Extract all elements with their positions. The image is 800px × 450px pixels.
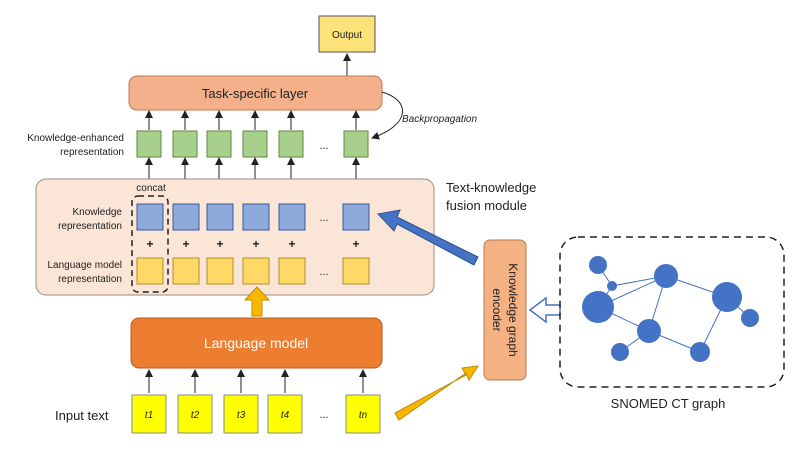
graph-node bbox=[611, 343, 629, 361]
token-box bbox=[177, 394, 213, 434]
green-box bbox=[278, 130, 304, 158]
fusion-module: concat Knowledge representation Language… bbox=[35, 178, 435, 296]
task-specific-layer: Task-specific layer bbox=[128, 75, 383, 111]
knowledge-box bbox=[342, 203, 370, 231]
knowledge-box bbox=[206, 203, 234, 231]
lm-ellipsis: ... bbox=[319, 266, 328, 278]
token-box bbox=[345, 394, 381, 434]
knowledge-ellipsis: ... bbox=[319, 212, 328, 224]
concat-highlight bbox=[131, 195, 169, 293]
kg-encoder: Knowledge graph encoder bbox=[483, 239, 527, 381]
lm-box bbox=[242, 257, 270, 285]
plus-sign: + bbox=[146, 237, 153, 251]
plus-sign: + bbox=[352, 237, 359, 251]
token-label: tn bbox=[359, 410, 368, 421]
graph-node bbox=[607, 281, 617, 291]
lm-box bbox=[172, 257, 200, 285]
token-label: t1 bbox=[145, 410, 153, 421]
knowledge-box bbox=[278, 203, 306, 231]
green-box bbox=[172, 130, 198, 158]
language-model-label: Language model bbox=[204, 335, 308, 351]
graph-node bbox=[690, 342, 710, 362]
token-box bbox=[223, 394, 259, 434]
input-tokens: t1 t2 t3 t4 ... tn bbox=[131, 394, 381, 434]
graph-node bbox=[654, 264, 678, 288]
arrow-input-to-kg-encoder bbox=[394, 365, 479, 421]
lm-box bbox=[136, 257, 164, 285]
lm-repr-label-line1: Language model bbox=[47, 260, 122, 271]
graph-nodes bbox=[582, 256, 759, 362]
fusion-title-line2: fusion module bbox=[446, 198, 527, 213]
backpropagation-arrow bbox=[371, 91, 403, 140]
arrow-kg-encoder-to-knowledge bbox=[377, 209, 479, 266]
kg-encoder-label-line1: Knowledge graph bbox=[506, 263, 520, 356]
knowledge-box bbox=[242, 203, 270, 231]
lm-box bbox=[342, 257, 370, 285]
ke-repr-row: ... bbox=[136, 110, 369, 179]
kg-encoder-label-line2: encoder bbox=[490, 288, 504, 331]
token-label: t4 bbox=[281, 410, 290, 421]
graph-node bbox=[582, 291, 614, 323]
token-box bbox=[267, 394, 303, 434]
output-node: Output bbox=[318, 15, 376, 53]
knowledge-repr-label-line1: Knowledge bbox=[73, 207, 123, 218]
fusion-title-line1: Text-knowledge bbox=[446, 180, 536, 195]
token-box bbox=[131, 394, 167, 434]
output-label: Output bbox=[332, 30, 362, 41]
knowledge-box bbox=[136, 203, 164, 231]
backpropagation-label: Backpropagation bbox=[402, 114, 477, 125]
plus-sign: + bbox=[182, 237, 189, 251]
graph-node bbox=[712, 282, 742, 312]
graph-node bbox=[589, 256, 607, 274]
ke-repr-label-line2: representation bbox=[60, 147, 124, 158]
green-box bbox=[206, 130, 232, 158]
language-model: Language model bbox=[130, 317, 383, 369]
input-text-label: Input text bbox=[55, 408, 109, 423]
lm-box bbox=[206, 257, 234, 285]
task-layer-label: Task-specific layer bbox=[202, 86, 309, 101]
knowledge-repr-label-line2: representation bbox=[58, 221, 122, 232]
green-ellipsis: ... bbox=[319, 140, 328, 152]
plus-sign: + bbox=[288, 237, 295, 251]
green-box bbox=[242, 130, 268, 158]
concat-label: concat bbox=[136, 183, 166, 194]
lm-repr-label-line2: representation bbox=[58, 274, 122, 285]
green-box bbox=[343, 130, 369, 158]
plus-sign: + bbox=[216, 237, 223, 251]
lm-box bbox=[278, 257, 306, 285]
ke-repr-label-line1: Knowledge-enhanced bbox=[27, 133, 124, 144]
knowledge-box bbox=[172, 203, 200, 231]
graph-node bbox=[637, 319, 661, 343]
arrow-graph-to-kg-encoder bbox=[528, 296, 561, 324]
plus-sign: + bbox=[252, 237, 259, 251]
token-ellipsis: ... bbox=[319, 409, 328, 421]
graph-node bbox=[741, 309, 759, 327]
token-label: t2 bbox=[191, 410, 200, 421]
snomed-graph-label: SNOMED CT graph bbox=[611, 396, 726, 411]
snomed-graph: SNOMED CT graph bbox=[559, 236, 785, 411]
token-label: t3 bbox=[237, 410, 246, 421]
arrow-lm-to-fusion bbox=[243, 286, 271, 317]
green-box bbox=[136, 130, 162, 158]
